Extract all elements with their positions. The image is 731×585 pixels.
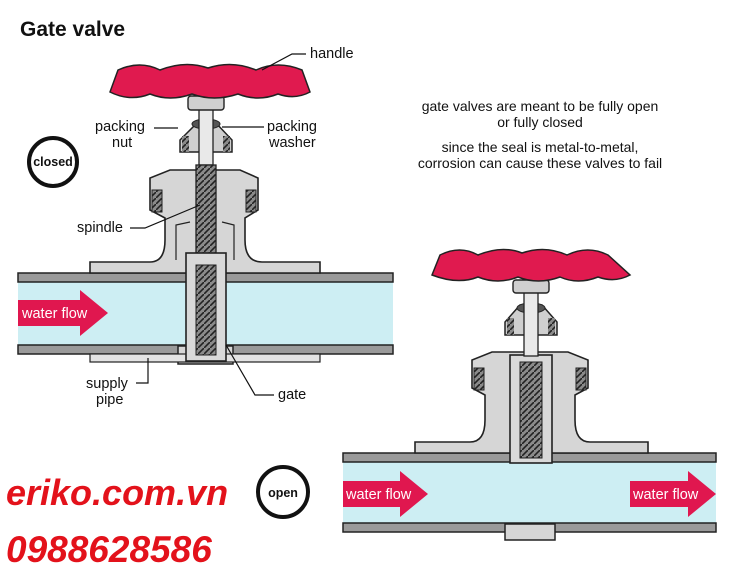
open-state-label: open <box>268 486 298 500</box>
open-flow-label-right: water flow <box>632 487 699 503</box>
open-valve: water flow water flow <box>342 248 717 541</box>
note-line-3: since the seal is metal-to-metal, <box>442 139 639 155</box>
label-packing-washer-line1: packing <box>267 119 317 135</box>
closed-flow-label: water flow <box>21 306 88 322</box>
open-handle <box>431 248 632 282</box>
open-spindle <box>523 287 539 357</box>
closed-spindle <box>198 104 214 166</box>
label-supply-pipe-line2: pipe <box>96 392 123 408</box>
watermark-site: eriko.com.vn <box>6 472 228 513</box>
closed-valve: water flow <box>17 63 394 365</box>
label-packing-nut-line1: packing <box>95 119 145 135</box>
watermark-phone: 0988628586 <box>6 529 212 570</box>
open-flow-label-left: water flow <box>345 487 412 503</box>
label-spindle: spindle <box>77 220 123 236</box>
note-line-4: corrosion can cause these valves to fail <box>418 155 662 171</box>
open-flow-arrow-right <box>630 471 716 517</box>
closed-state-label: closed <box>33 155 73 169</box>
closed-handle <box>109 63 311 99</box>
closed-flow-arrow <box>18 290 108 336</box>
open-stem-cap <box>512 279 550 294</box>
label-packing-washer-line2: washer <box>268 135 316 151</box>
open-state-badge <box>256 465 310 519</box>
note-line-2: or fully closed <box>497 114 583 130</box>
diagram-title: Gate valve <box>20 18 125 41</box>
note-line-1: gate valves are meant to be fully open <box>422 98 659 114</box>
label-supply-pipe-line1: supply <box>86 376 129 392</box>
open-flow-arrow-left <box>343 471 428 517</box>
closed-state-badge <box>27 136 79 188</box>
label-handle: handle <box>310 46 354 62</box>
label-packing-nut-line2: nut <box>112 135 132 151</box>
open-bottom-collar <box>504 523 556 541</box>
label-gate: gate <box>278 387 306 403</box>
